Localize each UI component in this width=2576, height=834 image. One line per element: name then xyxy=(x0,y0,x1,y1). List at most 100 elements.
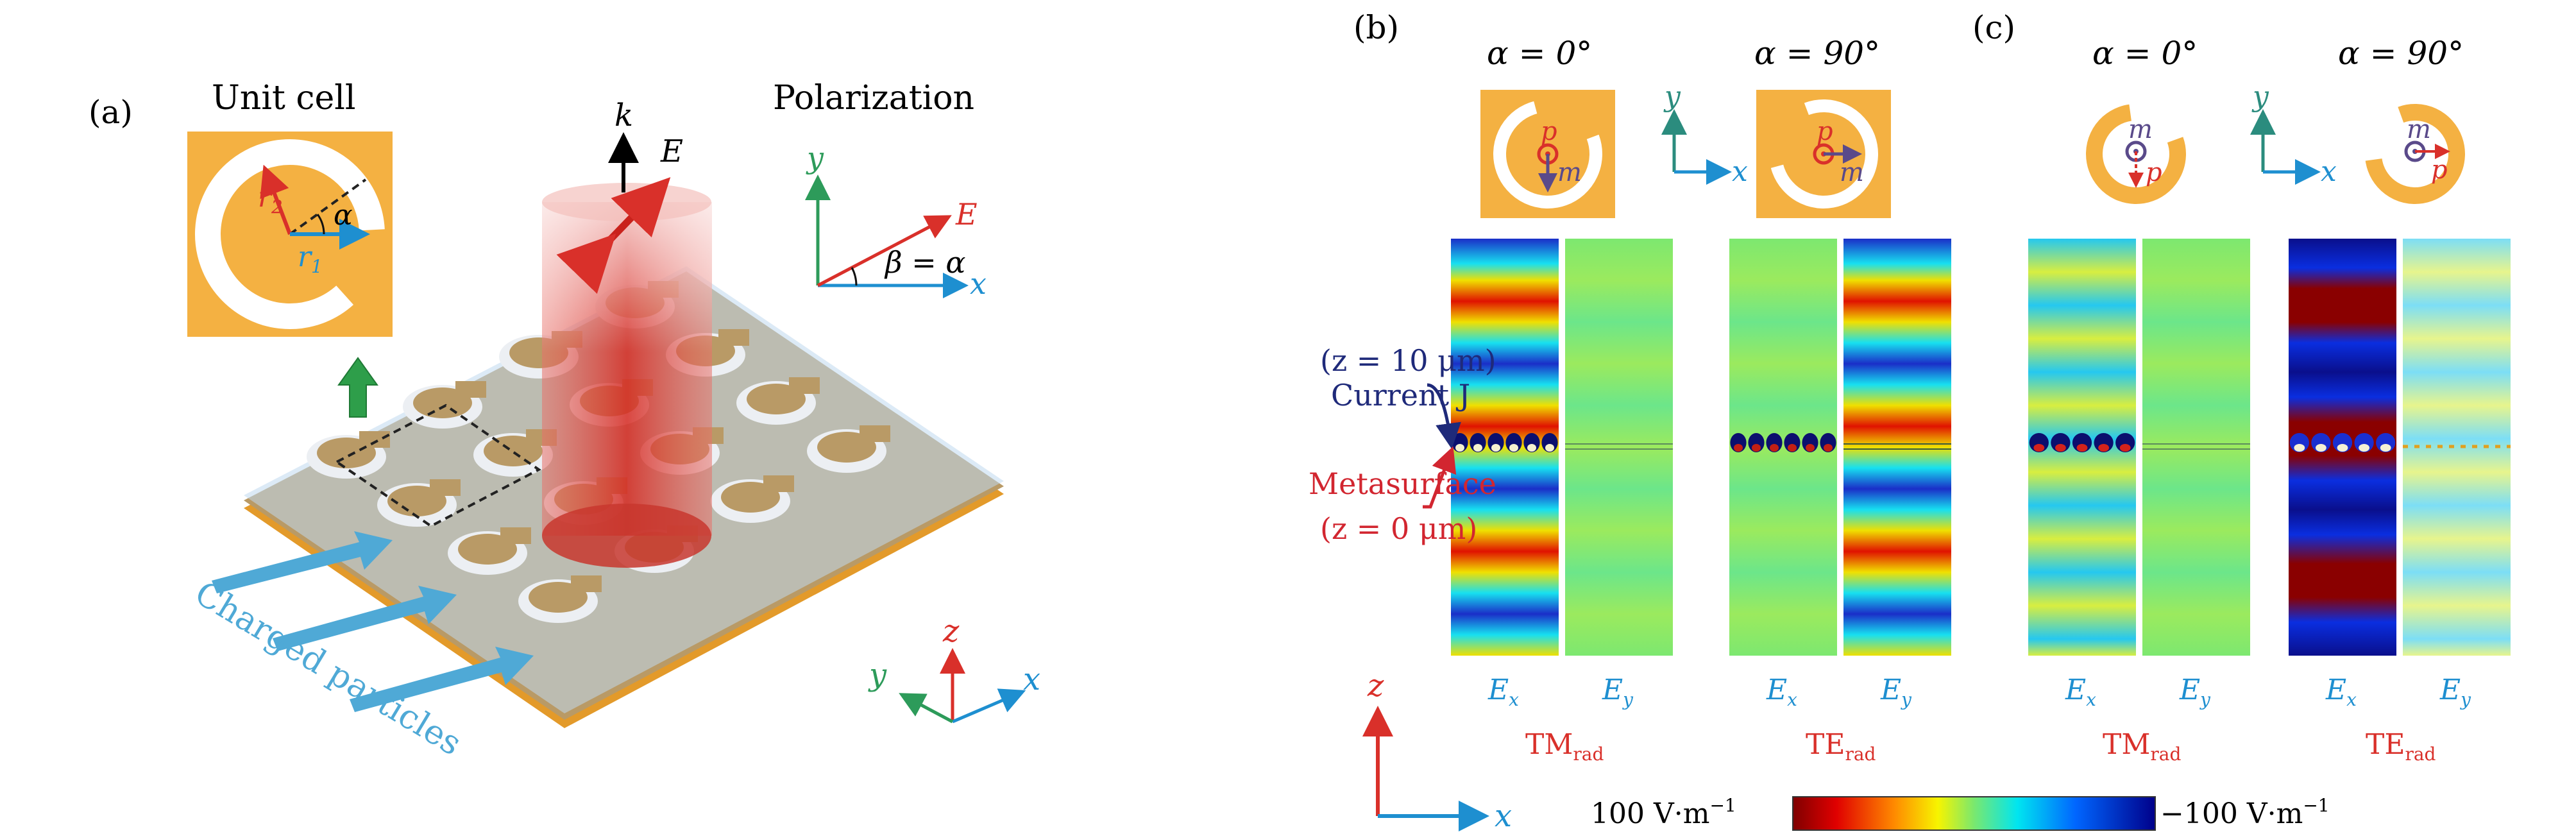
near-field-spot-core xyxy=(2055,444,2066,452)
r2-arrow xyxy=(260,164,292,235)
field-label-b-3: E xyxy=(1766,674,1787,706)
axis-a-x-label: x xyxy=(1023,661,1040,697)
panel-b-alpha-0: α = 0° xyxy=(1487,35,1592,72)
current-j-label: Current J xyxy=(1331,378,1470,413)
mode-b-te-sub: rad xyxy=(1845,744,1876,765)
split-ring-gap xyxy=(430,479,461,496)
field-label-c-4: E xyxy=(2439,674,2461,706)
panel-c-field-maps xyxy=(2028,239,2511,656)
panel-a: (a) Unit cell r2 r1 α xyxy=(89,79,1040,763)
bottom-axis-z: z xyxy=(1367,668,1384,704)
near-field-spot-core xyxy=(2119,444,2131,452)
near-field-spot-core xyxy=(1509,444,1518,452)
pol-x-label: x xyxy=(970,266,987,301)
axis-a-z-label: z xyxy=(942,613,960,649)
panel-c-inset-alpha-0: m p xyxy=(2086,104,2186,204)
metasurface-pointer-arrow xyxy=(1423,446,1457,509)
field-label-b-2-sub: y xyxy=(1622,689,1634,710)
panel-c-inset-alpha-90: m p xyxy=(2365,104,2465,204)
field-label-c-2-sub: y xyxy=(2199,689,2211,710)
panel-c-label: (c) xyxy=(1972,9,2015,46)
svg-text:Ey: Ey xyxy=(2179,674,2211,710)
panel-a-axes: z x y xyxy=(868,613,1040,724)
near-field-spot-core xyxy=(1824,444,1833,452)
unit-cell-outline xyxy=(334,404,541,528)
unit-cell-diagram: r2 r1 α xyxy=(187,132,393,337)
r2-subscript: 2 xyxy=(271,196,283,217)
split-ring-gap xyxy=(789,377,820,394)
beta-equals-alpha-label: β = α xyxy=(884,245,965,280)
r1-subscript: 1 xyxy=(311,256,323,277)
current-plane-label: (z = 10 μm) xyxy=(1320,343,1496,378)
split-ring-gap xyxy=(718,329,749,346)
field-map-b-te-ex xyxy=(1729,239,1837,656)
panel-c-alpha-0: α = 0° xyxy=(2092,35,2198,72)
mode-b-tm-sub: rad xyxy=(1573,744,1604,765)
laser-beam xyxy=(542,183,712,568)
svg-text:r2: r2 xyxy=(258,181,283,217)
split-ring-gap xyxy=(500,527,531,544)
bottom-axes: z x xyxy=(1362,668,1512,834)
field-map-c-te-ey xyxy=(2403,239,2511,656)
green-up-arrow-icon xyxy=(337,357,378,418)
near-field-spot-core xyxy=(2337,444,2348,452)
panel-b-inset-y: y xyxy=(1663,80,1681,113)
panel-b-p-label-a90: p xyxy=(1817,117,1833,146)
field-label-b-1-sub: x xyxy=(1509,689,1519,710)
near-field-spot-core xyxy=(1788,444,1797,452)
split-ring-gap xyxy=(860,425,890,442)
near-field-spot-core xyxy=(1527,444,1536,452)
near-field-spot-core xyxy=(2033,444,2045,452)
colorbar-min-exp: −1 xyxy=(2303,795,2329,816)
mode-c-te: TE xyxy=(2366,728,2405,761)
panel-b-field-labels: Ex Ey Ex Ey xyxy=(1487,674,1912,710)
panel-b: (b) α = 0° α = 90° p m p m y x xyxy=(1309,9,1951,765)
near-field-spot-core xyxy=(2294,444,2305,452)
current-pointer-arrow xyxy=(1427,383,1461,449)
near-field-spot-core xyxy=(1473,444,1482,452)
unit-cell-title: Unit cell xyxy=(212,79,356,117)
field-map-b-tm-ey xyxy=(1565,239,1673,656)
alpha-label: α xyxy=(334,199,353,232)
svg-text:Ex: Ex xyxy=(1487,674,1519,710)
panel-a-label: (a) xyxy=(89,94,133,131)
panel-c-inset-x: x xyxy=(2321,155,2337,188)
panel-b-field-maps xyxy=(1451,239,1951,656)
colorbar: 100 V·m−1 −100 V·m−1 xyxy=(1591,795,2330,831)
panel-c: (c) α = 0° α = 90° m p m p y x xyxy=(1972,9,2511,765)
panel-b-m-label-a90: m xyxy=(1840,158,1864,187)
field-label-c-2: E xyxy=(2179,674,2200,706)
mode-c-tm-sub: rad xyxy=(2150,744,2181,765)
axis-a-y-label: y xyxy=(868,657,887,693)
near-field-spot-core xyxy=(1545,444,1554,452)
field-label-b-3-sub: x xyxy=(1787,689,1797,710)
svg-text:−100 V·m−1: −100 V·m−1 xyxy=(2160,795,2330,830)
near-field-spot-core xyxy=(2380,444,2391,452)
panel-c-inset-axes: y x xyxy=(2250,80,2337,188)
charged-particle-arrows xyxy=(212,531,534,712)
field-label-c-3: E xyxy=(2325,674,2346,706)
colorbar-max-label: 100 V·m xyxy=(1591,797,1709,830)
polarization-axes: y x E β = α xyxy=(805,140,987,301)
svg-text:100 V·m−1: 100 V·m−1 xyxy=(1591,795,1736,830)
near-field-spot-core xyxy=(1455,444,1464,452)
svg-text:Ex: Ex xyxy=(1766,674,1797,710)
near-field-spot-core xyxy=(2076,444,2088,452)
panel-c-alpha-90: α = 90° xyxy=(2338,35,2464,72)
mode-b-te: TE xyxy=(1806,728,1845,761)
panel-c-m-label-a0: m xyxy=(2128,115,2153,144)
panel-c-p-label-a0: p xyxy=(2146,158,2162,187)
field-map-b-te-ey xyxy=(1843,239,1951,656)
panel-b-label: (b) xyxy=(1353,9,1399,46)
field-label-b-4-sub: y xyxy=(1900,689,1912,710)
panel-c-field-labels: Ex Ey Ex Ey xyxy=(2065,674,2471,710)
panel-b-inset-alpha-90: p m xyxy=(1756,90,1891,218)
panel-b-inset-x: x xyxy=(1732,155,1748,188)
field-map-c-tm-ey xyxy=(2142,239,2250,656)
mode-c-te-sub: rad xyxy=(2405,744,2436,765)
near-field-spot-core xyxy=(1752,444,1761,452)
svg-text:TMrad: TMrad xyxy=(2103,728,2181,765)
field-label-b-2: E xyxy=(1602,674,1623,706)
panel-b-inset-axes: y x xyxy=(1661,80,1748,188)
